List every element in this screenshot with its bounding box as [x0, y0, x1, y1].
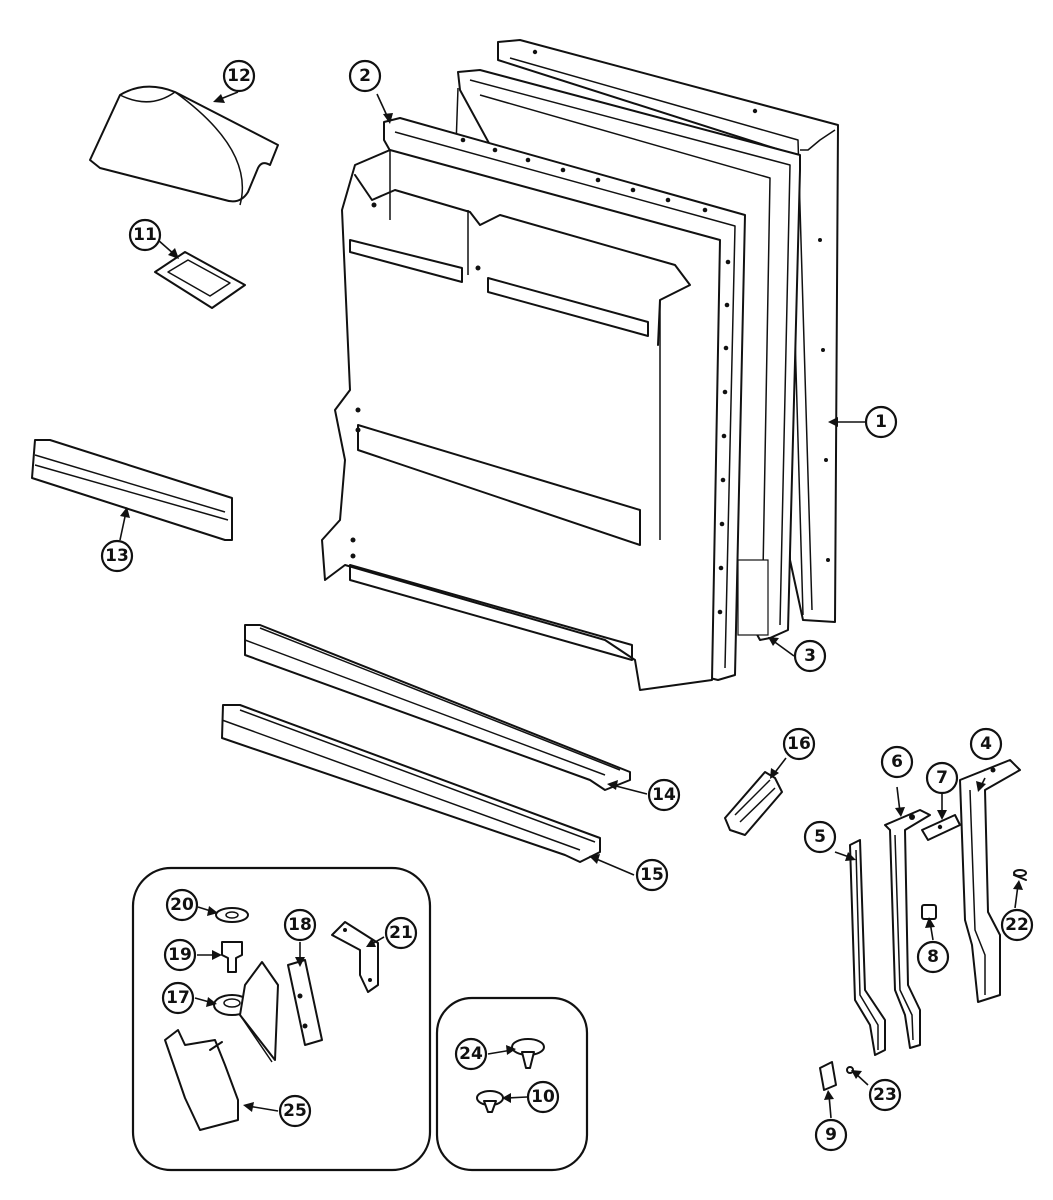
callout-5: 5 — [803, 820, 837, 854]
svg-text:13: 13 — [105, 546, 129, 566]
leader-lines — [119, 91, 1023, 1119]
svg-text:10: 10 — [531, 1087, 555, 1107]
callout-16: 16 — [782, 727, 816, 761]
dairy-door — [89, 85, 279, 206]
callout-7: 7 — [925, 761, 959, 795]
hinge-bracket-6 — [884, 809, 931, 1049]
cap-9 — [819, 1061, 837, 1091]
callout-3: 3 — [793, 639, 827, 673]
svg-text:3: 3 — [804, 646, 816, 666]
callout-17: 17 — [161, 981, 195, 1015]
svg-text:20: 20 — [170, 895, 194, 915]
svg-text:7: 7 — [936, 768, 948, 788]
svg-text:8: 8 — [927, 947, 939, 967]
svg-text:12: 12 — [227, 66, 251, 86]
shelf-bar-13 — [31, 439, 233, 541]
callout-22: 22 — [1000, 908, 1034, 942]
callout-14: 14 — [647, 778, 681, 812]
hinge-pin-kit-inset — [131, 866, 432, 1172]
screw-22 — [1013, 869, 1027, 881]
callout-23: 23 — [868, 1078, 902, 1112]
svg-text:24: 24 — [459, 1044, 483, 1064]
hinge-bracket-4 — [959, 759, 1021, 1003]
screw-23 — [846, 1066, 854, 1074]
callout-13: 13 — [100, 539, 134, 573]
callout-24: 24 — [454, 1037, 488, 1071]
callout-4: 4 — [969, 727, 1003, 761]
svg-text:16: 16 — [787, 734, 811, 754]
callout-8: 8 — [916, 940, 950, 974]
callout-2: 2 — [348, 59, 382, 93]
callout-19: 19 — [163, 938, 197, 972]
svg-text:21: 21 — [389, 923, 413, 943]
door-liner-shelves — [321, 149, 721, 691]
svg-text:14: 14 — [652, 785, 676, 805]
callout-21: 21 — [384, 916, 418, 950]
svg-text:22: 22 — [1005, 915, 1029, 935]
callout-9: 9 — [814, 1118, 848, 1152]
svg-text:5: 5 — [814, 827, 826, 847]
svg-text:23: 23 — [873, 1085, 897, 1105]
svg-text:19: 19 — [168, 945, 192, 965]
shelf-bar-15 — [221, 704, 601, 863]
svg-text:1: 1 — [875, 412, 887, 432]
callout-12: 12 — [222, 59, 256, 93]
callout-10: 10 — [526, 1080, 560, 1114]
callout-1: 1 — [864, 405, 898, 439]
plate-7 — [921, 814, 961, 841]
svg-text:2: 2 — [359, 66, 371, 86]
callout-25: 25 — [278, 1094, 312, 1128]
shelf-bar-14 — [244, 624, 631, 791]
callout-20: 20 — [165, 888, 199, 922]
svg-text:17: 17 — [166, 988, 190, 1008]
spacer-8 — [921, 904, 937, 920]
callout-11: 11 — [128, 218, 162, 252]
svg-text:15: 15 — [640, 865, 664, 885]
svg-text:18: 18 — [288, 915, 312, 935]
svg-text:4: 4 — [980, 734, 992, 754]
callout-15: 15 — [635, 858, 669, 892]
svg-text:9: 9 — [825, 1125, 837, 1145]
door-outer-panel — [497, 39, 839, 623]
small-tray — [154, 251, 246, 309]
svg-text:25: 25 — [283, 1101, 307, 1121]
callout-18: 18 — [283, 908, 317, 942]
callout-6: 6 — [880, 745, 914, 779]
clip-16 — [724, 771, 783, 836]
svg-text:6: 6 — [891, 752, 903, 772]
svg-text:11: 11 — [133, 225, 157, 245]
hinge-bracket-5 — [849, 839, 886, 1056]
plug-kit-inset — [435, 996, 589, 1172]
